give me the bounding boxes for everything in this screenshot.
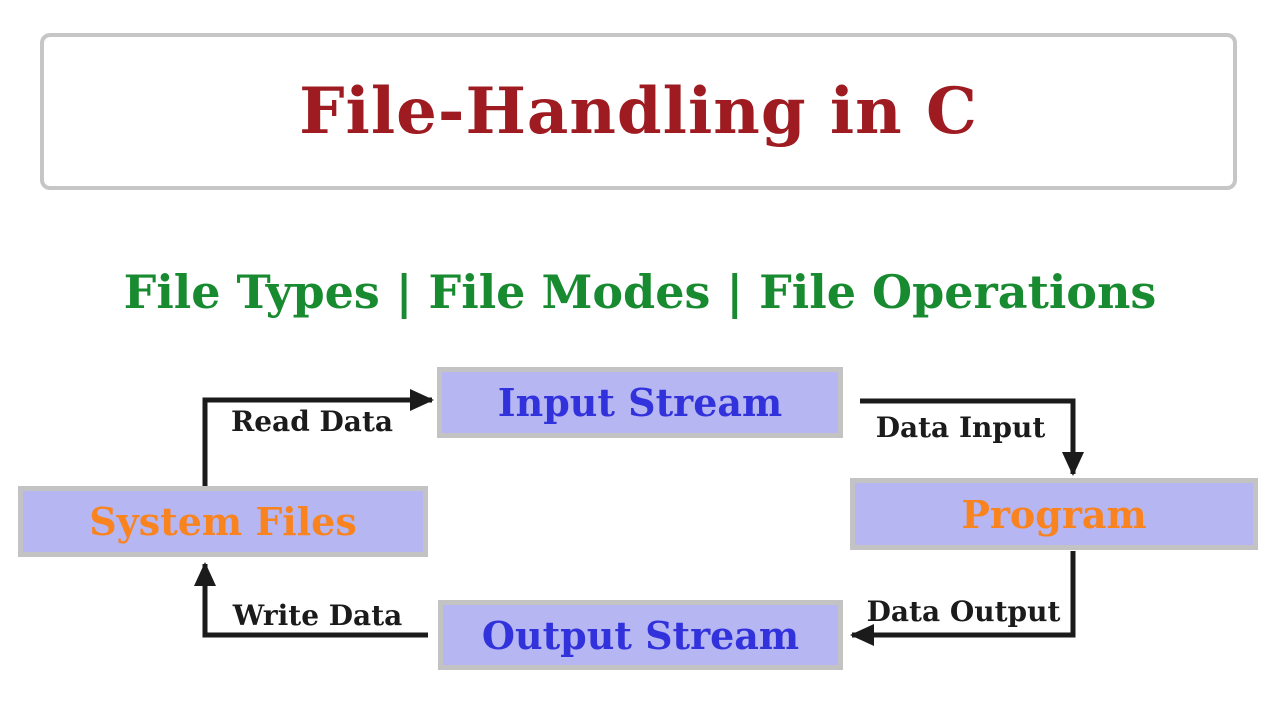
- page-title: File-Handling in C: [299, 74, 978, 149]
- node-input-stream: Input Stream: [437, 367, 843, 438]
- arrow-data-input: [860, 398, 1084, 476]
- edge-label-data-input: Data Input: [875, 411, 1046, 444]
- arrow-data-output: [850, 551, 1076, 646]
- node-input-stream-label: Input Stream: [497, 380, 783, 425]
- node-output-stream-label: Output Stream: [481, 612, 800, 658]
- node-program-label: Program: [961, 491, 1147, 537]
- node-program: Program: [850, 478, 1258, 550]
- node-system-files-label: System Files: [89, 499, 357, 544]
- arrow-read-data: [202, 389, 434, 488]
- node-output-stream: Output Stream: [438, 600, 843, 670]
- arrow-write-data: [194, 562, 428, 638]
- title-box: File-Handling in C: [40, 33, 1237, 190]
- subtitle: File Types | File Modes | File Operation…: [123, 265, 1157, 319]
- edge-label-read-data: Read Data: [230, 405, 394, 438]
- node-system-files: System Files: [18, 486, 428, 557]
- edge-label-data-output: Data Output: [866, 595, 1061, 628]
- edge-label-write-data: Write Data: [232, 599, 403, 632]
